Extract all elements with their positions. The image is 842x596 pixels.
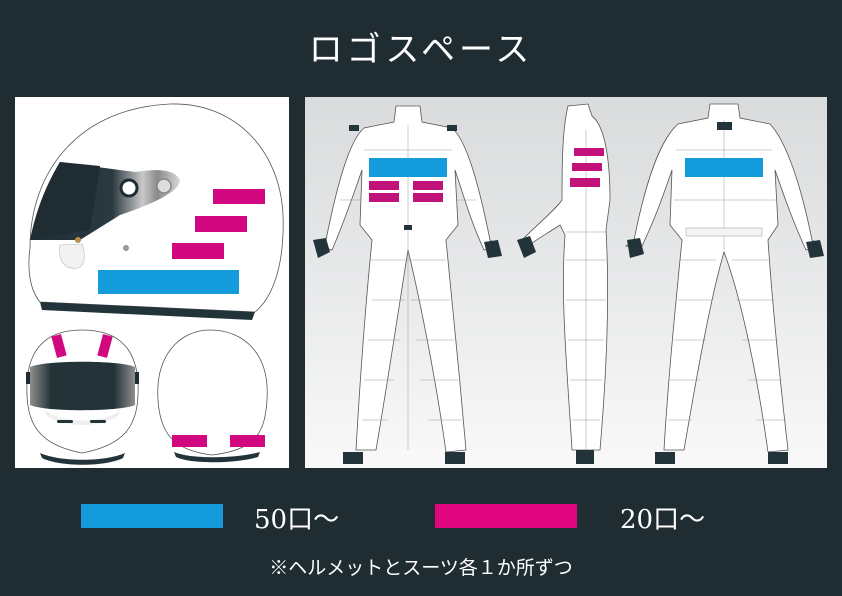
helmet-side-view — [28, 103, 284, 320]
suit-front-view — [313, 105, 502, 464]
suit-side-view — [517, 103, 611, 464]
suit-side-zone-magenta — [570, 178, 600, 187]
helmet-back-zone-magenta — [230, 435, 265, 447]
legend-label-blue: 50口〜 — [254, 505, 340, 535]
helmet-side-zone-blue — [98, 270, 239, 294]
logo-zones — [51, 148, 763, 447]
page-title: ロゴスペース — [308, 30, 534, 70]
helmet-front-zone-magenta — [97, 334, 113, 358]
legend-swatch-blue — [81, 504, 223, 528]
helmet-side-zone-magenta — [213, 189, 265, 204]
footnote: ※ヘルメットとスーツ各１か所ずつ — [269, 557, 573, 579]
helmet-front-zone-magenta — [51, 334, 67, 358]
helmet-side-zone-magenta — [172, 243, 224, 259]
helmet-front-view — [26, 329, 139, 465]
suit-front-zone-magenta — [369, 193, 399, 202]
helmet-back-zone-magenta — [172, 435, 207, 447]
legend-label-magenta: 20口〜 — [620, 505, 706, 535]
helmet-back-view — [157, 329, 268, 463]
suit-front-zone-blue — [369, 158, 447, 177]
suit-front-zone-magenta — [413, 181, 443, 190]
suit-back-view — [625, 103, 824, 464]
helmet-side-zone-magenta — [195, 216, 247, 232]
legend-swatch-magenta — [435, 504, 577, 528]
suit-back-zone-blue — [685, 158, 763, 177]
suit-front-zone-magenta — [413, 193, 443, 202]
suit-side-zone-magenta — [572, 163, 602, 171]
suit-side-zone-magenta — [574, 148, 604, 156]
suit-front-zone-magenta — [369, 181, 399, 190]
